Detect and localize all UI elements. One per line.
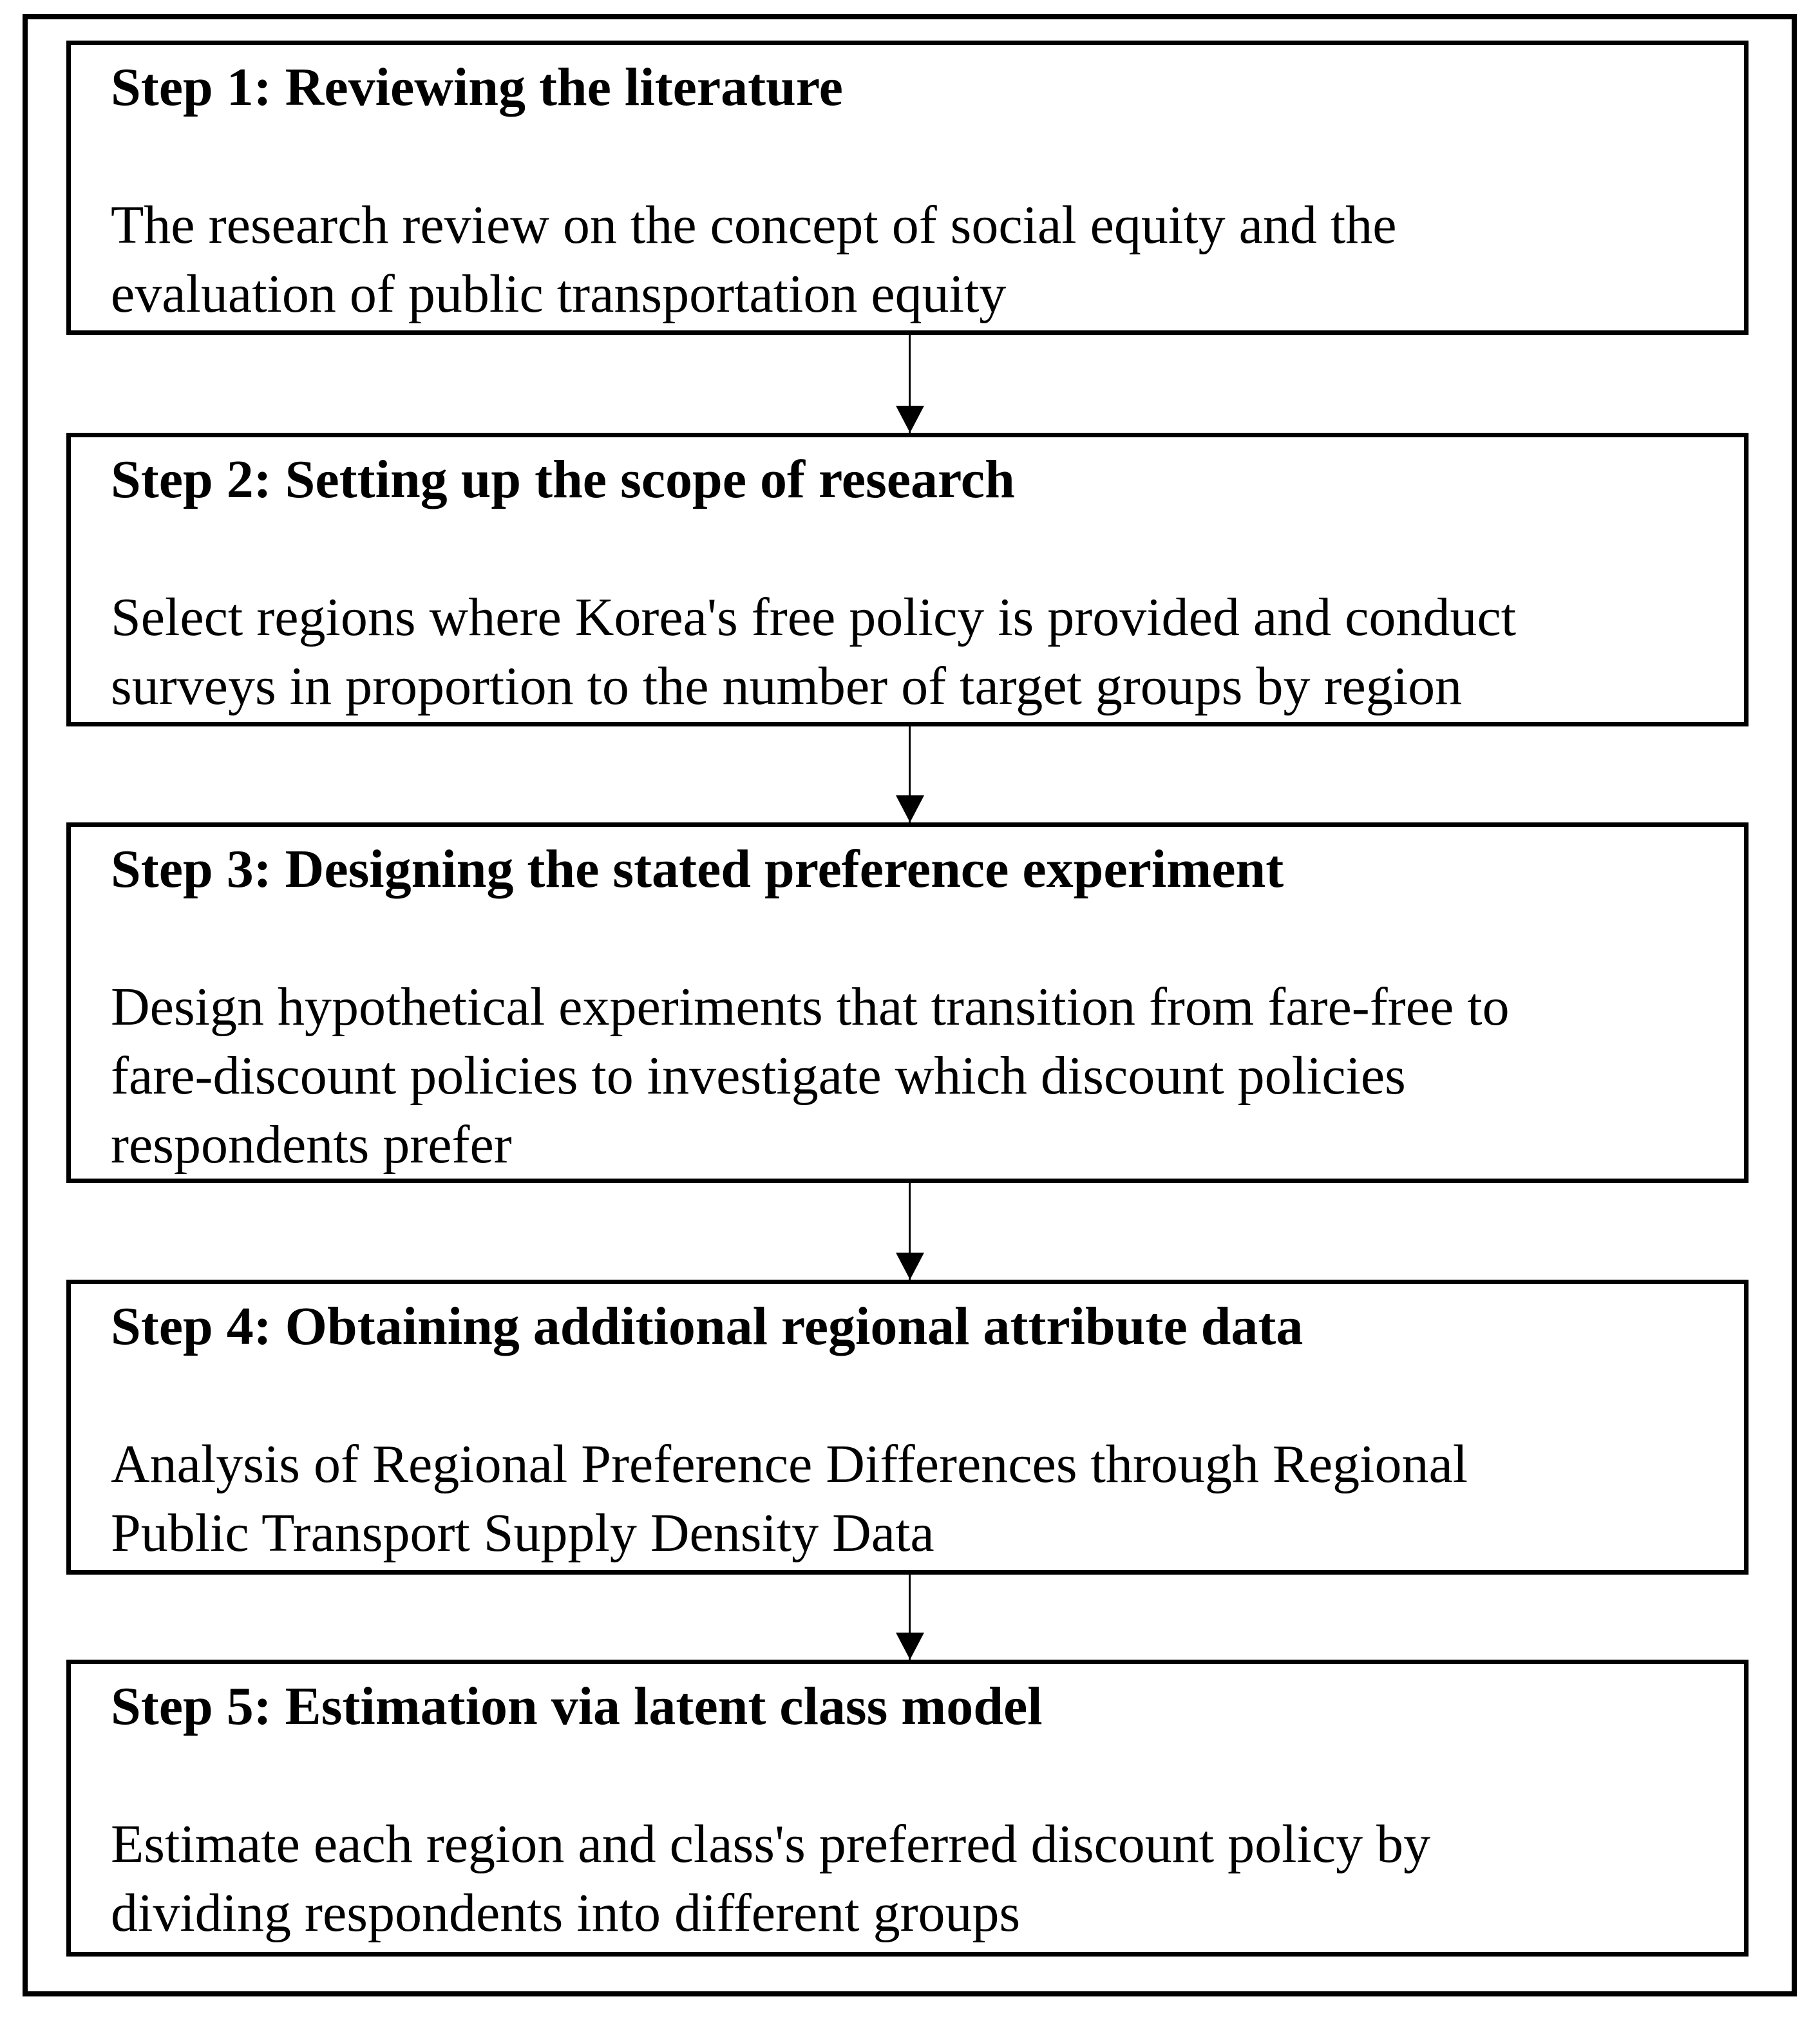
step-2-description: Select regions where Korea's free policy… xyxy=(111,587,1517,716)
step-1-description: The research review on the concept of so… xyxy=(111,195,1397,324)
step-1-box: Step 1: Reviewing the literature The res… xyxy=(66,41,1749,335)
step-4-box: Step 4: Obtaining additional regional at… xyxy=(66,1280,1749,1575)
step-2-title: Step 2: Setting up the scope of research xyxy=(111,450,1015,509)
step-3-title: Step 3: Designing the stated preference … xyxy=(111,839,1284,899)
step-3-description: Design hypothetical experiments that tra… xyxy=(111,977,1510,1175)
step-5-description: Estimate each region and class's preferr… xyxy=(111,1814,1431,1943)
down-arrow-icon xyxy=(909,1183,911,1280)
step-5-box: Step 5: Estimation via latent class mode… xyxy=(66,1660,1749,1957)
step-2-box: Step 2: Setting up the scope of research… xyxy=(66,433,1749,726)
step-4-description: Analysis of Regional Preference Differen… xyxy=(111,1434,1468,1563)
step-4-title: Step 4: Obtaining additional regional at… xyxy=(111,1296,1303,1356)
step-1-title: Step 1: Reviewing the literature xyxy=(111,57,843,117)
down-arrow-icon xyxy=(909,1575,911,1660)
down-arrow-icon xyxy=(909,335,911,433)
step-5-title: Step 5: Estimation via latent class mode… xyxy=(111,1676,1043,1736)
step-3-box: Step 3: Designing the stated preference … xyxy=(66,822,1749,1183)
down-arrow-icon xyxy=(909,726,911,822)
